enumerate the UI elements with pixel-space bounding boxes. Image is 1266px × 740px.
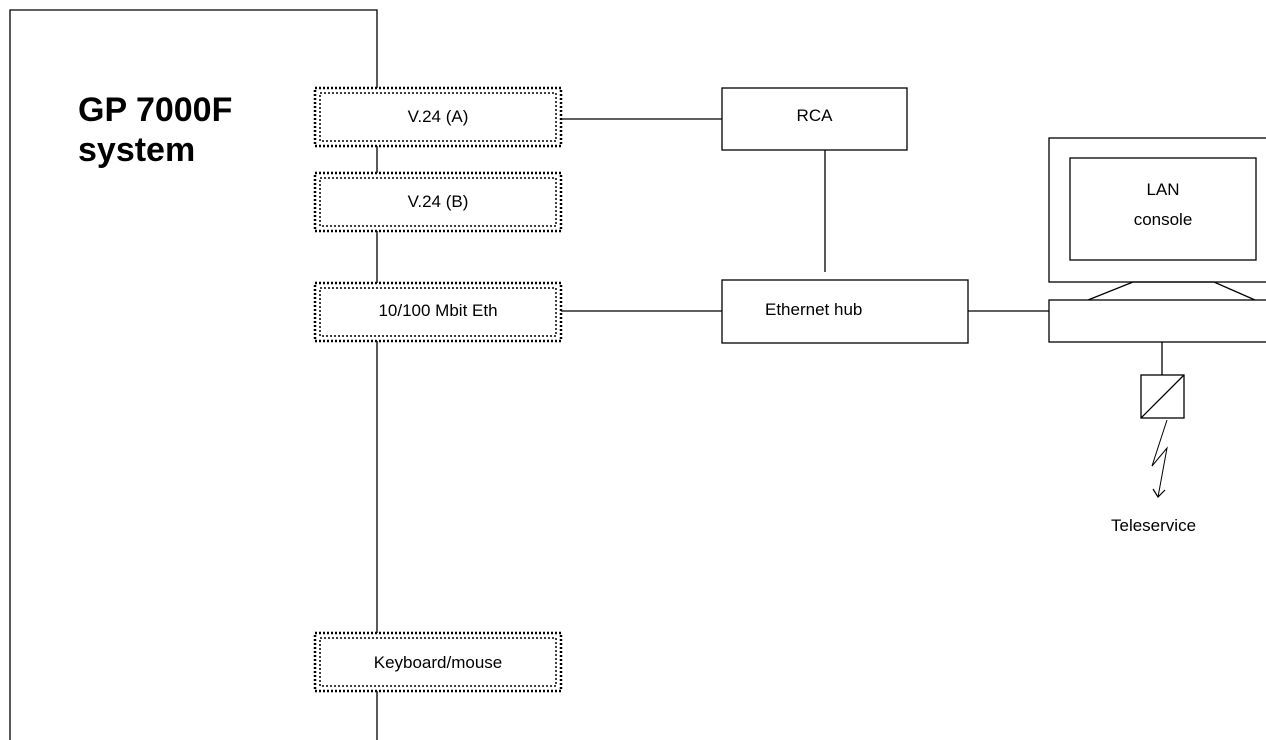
port-kbd-box [313,631,563,693]
port-v24b-label: V.24 (B) [407,192,469,211]
teleservice-label: Teleservice [1111,516,1197,535]
rca-label: RCA [796,106,833,125]
rca-box [721,87,908,151]
hub-label: Ethernet hub [765,300,863,319]
hub-box [721,279,969,344]
lightning-arrow-icon [1151,419,1168,498]
lan-console-label-line1: LAN [1146,180,1180,199]
port-eth-label: 10/100 Mbit Eth [378,301,498,320]
lan-console-monitor [1048,137,1266,301]
port-kbd-label: Keyboard/mouse [373,653,503,672]
port-v24a-label: V.24 (A) [407,107,469,126]
port-v24b-box [313,171,563,233]
system-title-line1: GP 7000F [78,91,233,129]
port-eth-box [313,281,563,343]
modem-icon [1140,374,1185,419]
system-title: GP 7000F system [78,90,232,170]
system-title-line2: system [78,131,196,169]
lan-console-label-line2: console [1133,210,1193,229]
port-v24a-box [313,86,563,148]
lan-console-base [1048,299,1266,343]
system-enclosure [9,9,378,740]
